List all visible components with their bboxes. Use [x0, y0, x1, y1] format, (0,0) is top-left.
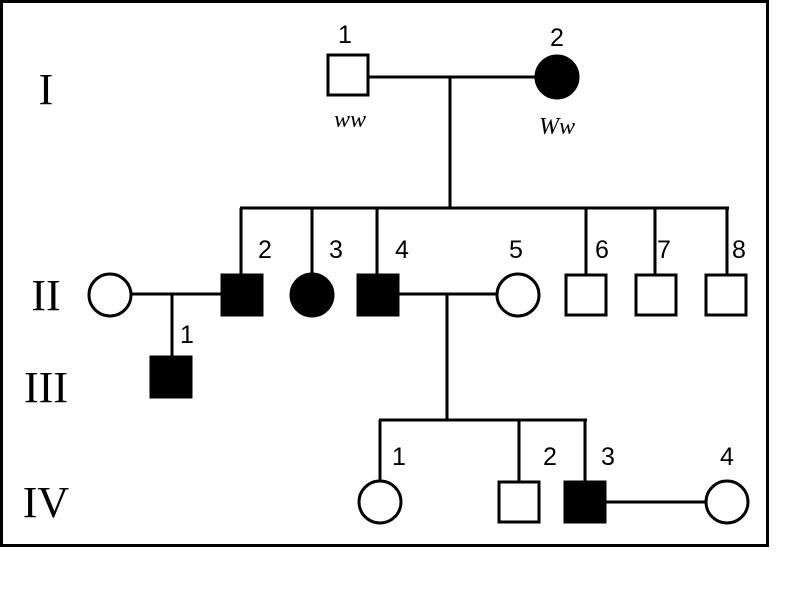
unaffected-female-circle	[87, 272, 133, 318]
individual-IV-4: 4	[704, 443, 750, 525]
affected-male-square	[220, 273, 264, 317]
unaffected-male-square	[704, 273, 748, 317]
unaffected-male-square	[564, 273, 608, 317]
unaffected-male-square	[326, 53, 370, 97]
individual-IV-1: 1	[357, 443, 406, 525]
individual-IV-2: 2	[497, 443, 557, 524]
individual-number: 7	[657, 236, 671, 264]
individual-number: 2	[258, 236, 272, 264]
individual-number: 2	[543, 443, 557, 471]
connector-lines	[132, 75, 729, 504]
individual-II-3: 3	[289, 236, 343, 318]
unaffected-male-square	[634, 273, 678, 317]
individual-number: 5	[509, 236, 523, 264]
individual-number: 4	[720, 443, 734, 471]
individual-I-1: 1 ww	[326, 21, 370, 133]
individual-number: 8	[732, 236, 746, 264]
unaffected-female-circle	[704, 479, 750, 525]
unaffected-female-circle	[495, 272, 541, 318]
individual-number: 4	[395, 236, 409, 264]
generation-label-I: I	[39, 65, 54, 114]
individual-number: 1	[180, 321, 194, 349]
individual-number: 3	[601, 443, 615, 471]
individual-II-7: 7	[634, 236, 678, 317]
generation-label-II: II	[31, 271, 60, 320]
individual-II-8: 8	[704, 236, 748, 317]
affected-male-square	[563, 480, 607, 524]
individual-number: 6	[595, 236, 609, 264]
affected-female-circle	[289, 272, 335, 318]
generation-label-IV: IV	[23, 478, 70, 527]
unaffected-male-square	[497, 480, 541, 524]
genotype-label: ww	[334, 107, 366, 133]
affected-male-square	[356, 273, 400, 317]
individual-II-6: 6	[564, 236, 609, 317]
individual-II-4: 4	[356, 236, 409, 317]
individual-II-2: 2	[220, 236, 272, 317]
individual-II-1	[87, 272, 133, 318]
affected-female-circle	[534, 54, 580, 100]
individual-number: 1	[392, 443, 406, 471]
individual-II-5: 5	[495, 236, 541, 318]
individual-I-2: 2Ww	[534, 24, 580, 140]
individual-IV-3: 3	[563, 443, 615, 524]
unaffected-female-circle	[357, 479, 403, 525]
individual-number: 3	[329, 236, 343, 264]
individual-number: 2	[550, 24, 564, 52]
affected-male-square	[149, 355, 193, 399]
generation-label-III: III	[24, 363, 68, 412]
individual-III-1: 1	[149, 321, 194, 399]
individual-number: 1	[338, 21, 352, 49]
genotype-label: Ww	[539, 114, 575, 140]
